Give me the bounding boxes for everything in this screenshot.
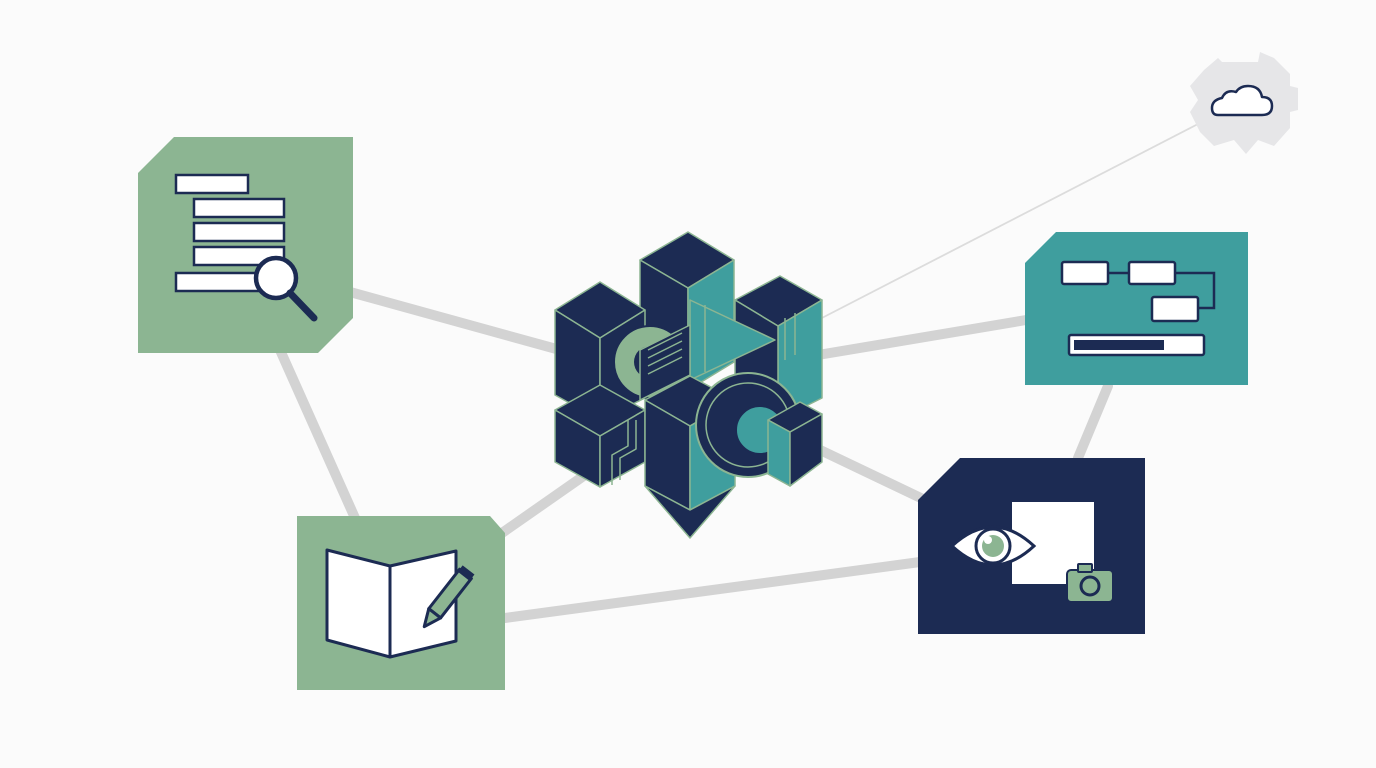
edge-workflow-vision bbox=[1073, 381, 1113, 463]
document-search-icon bbox=[174, 173, 318, 322]
node-cloud bbox=[1190, 52, 1298, 154]
node-notebook bbox=[297, 516, 505, 690]
edge-search-hub bbox=[345, 287, 565, 355]
node-search-documents bbox=[138, 137, 353, 353]
node-vision bbox=[918, 458, 1145, 634]
connectors bbox=[275, 123, 1199, 623]
flowchart-progress-icon bbox=[1060, 260, 1216, 357]
edge-search-notebook bbox=[275, 345, 360, 523]
eye-camera-icon bbox=[949, 500, 1114, 603]
edge-notebook-hub bbox=[487, 463, 600, 545]
edge-notebook-vision bbox=[500, 557, 925, 623]
interlocking-cubes-gears-icon bbox=[554, 231, 823, 539]
cloud-icon bbox=[1210, 84, 1274, 117]
edge-hub-vision bbox=[811, 443, 930, 505]
node-workflow bbox=[1025, 232, 1248, 385]
edge-hub-workflow bbox=[813, 315, 1031, 360]
edge-hub-cloud bbox=[817, 123, 1199, 321]
node-search-documents-bg bbox=[138, 137, 353, 353]
notebook-pencil-icon bbox=[325, 548, 475, 659]
